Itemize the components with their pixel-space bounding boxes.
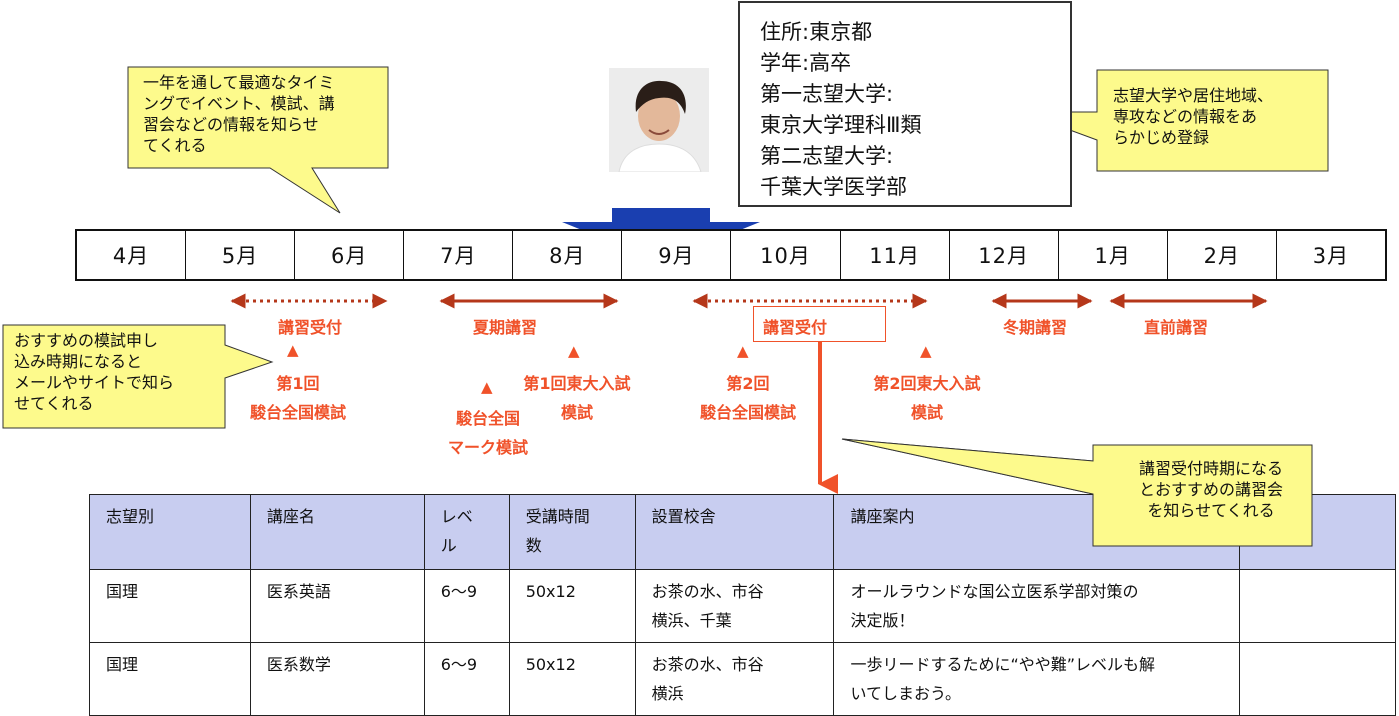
event-line: 駿台全国模試: [699, 403, 796, 422]
event-exam1: 第1回 駿台全国模試: [233, 369, 363, 427]
month-timeline: 4月 5月 6月 7月 8月 9月 10月 11月 12月 1月 2月 3月: [75, 229, 1387, 281]
exam2-marker-icon: ▲: [737, 342, 749, 360]
month-cell: 5月: [185, 231, 294, 279]
event-todai2: 第2回東大入試 模試: [857, 369, 997, 427]
table-cell: 50x12: [508, 642, 636, 716]
profile-line: 学年:高卒: [760, 51, 852, 75]
profile-line: 第二志望大学:: [760, 144, 894, 168]
event-line: 第1回東大入試: [523, 374, 631, 393]
callout-line: ングでイベント、模試、講: [143, 94, 335, 113]
table-cell: [1239, 569, 1396, 643]
header-cell: 設置校舎: [634, 494, 835, 570]
month-cell: 10月: [730, 231, 839, 279]
profile-line: 東京大学理科Ⅲ類: [760, 113, 922, 137]
profile-line: 第一志望大学:: [760, 82, 894, 106]
header-cell: 志望別: [89, 494, 251, 570]
table-cell: お茶の水、市谷 横浜、千葉: [634, 569, 835, 643]
callout-timing: 一年を通して最適なタイミ ングでイベント、模試、講 習会などの情報を知らせ てく…: [143, 72, 393, 156]
reception-highlight-box: [753, 306, 886, 342]
event-line: 駿台全国模試: [249, 403, 346, 422]
event-line: 第1回: [276, 374, 320, 393]
profile-photo: [609, 68, 709, 172]
todai2-marker-icon: ▲: [920, 342, 932, 360]
callout-line: てくれる: [143, 136, 207, 155]
month-cell: 4月: [112, 244, 150, 268]
table-cell: 一歩リードするために“やや難”レベルも解 いてしまおう。: [833, 642, 1241, 716]
table-cell: 国理: [89, 642, 251, 716]
mark-exam-marker-icon: ▲: [481, 378, 493, 396]
callout-register: 志望大学や居住地域、 専攻などの情報をあ らかじめ登録: [1113, 85, 1323, 148]
callout-line: 専攻などの情報をあ: [1113, 107, 1258, 126]
table-cell: 6〜9: [423, 642, 510, 716]
period-reception1: 講習受付: [278, 318, 343, 337]
table-cell: 50x12: [508, 569, 636, 643]
event-exam2: 第2回 駿台全国模試: [683, 369, 813, 427]
month-cell: 12月: [948, 231, 1058, 279]
exam1-marker-icon: ▲: [287, 341, 299, 359]
callout-line: メールやサイトで知ら: [14, 373, 175, 392]
profile-line: 千葉大学医学部: [760, 175, 907, 199]
month-cell: 8月: [512, 231, 621, 279]
event-line: 駿台全国: [455, 409, 520, 428]
callout-mock-shape: [2, 324, 274, 429]
table-cell: オールラウンドな国公立医系学部対策の 決定版！: [833, 569, 1241, 643]
callout-line: とおすすめの講習会: [1138, 480, 1283, 499]
header-cell: レベ ル: [423, 494, 510, 570]
month-cell: 11月: [839, 231, 949, 279]
callout-register-shape: [1020, 69, 1329, 172]
profile-info-box: 住所:東京都 学年:高卒 第一志望大学: 東京大学理科Ⅲ類 第二志望大学: 千葉…: [738, 1, 1072, 207]
month-cell: 9月: [621, 231, 730, 279]
callout-line: 講習受付時期になる: [1138, 459, 1283, 478]
event-line: 模試: [910, 403, 943, 422]
event-mark-exam: 駿台全国 マーク模試: [433, 404, 543, 462]
event-line: マーク模試: [447, 438, 528, 457]
table-cell: 医系英語: [249, 569, 425, 643]
table-cell: 医系数学: [249, 642, 425, 716]
callout-line: を知らせてくれる: [1147, 501, 1275, 520]
table-cell: 国理: [89, 569, 251, 643]
event-todai1: 第1回東大入試 模試: [507, 369, 647, 427]
period-summer: 夏期講習: [473, 318, 538, 337]
table-row: 国理 医系数学 6〜9 50x12 お茶の水、市谷 横浜 一歩リードするために“…: [89, 642, 1396, 716]
profile-line: 住所:東京都: [760, 20, 873, 44]
callout-line: せてくれる: [14, 394, 94, 413]
course-table: 志望別 講座名 レベ ル 受講時間 数 設置校舎 講座案内 国理 医系英語 6〜…: [89, 494, 1396, 716]
callout-line: らかじめ登録: [1113, 128, 1210, 147]
callout-line: 志望大学や居住地域、: [1113, 86, 1274, 105]
header-cell: 講座名: [249, 494, 425, 570]
callout-line: 込み時期になると: [14, 352, 143, 371]
month-cell: 2月: [1166, 231, 1276, 279]
event-line: 模試: [560, 403, 593, 422]
callout-line: 一年を通して最適なタイミ: [143, 73, 335, 92]
table-cell: お茶の水、市谷 横浜: [634, 642, 835, 716]
event-line: 第2回: [726, 374, 770, 393]
period-final: 直前講習: [1144, 318, 1209, 337]
table-cell: 6〜9: [423, 569, 510, 643]
table-row: 国理 医系英語 6〜9 50x12 お茶の水、市谷 横浜、千葉 オールラウンドな…: [89, 569, 1396, 643]
callout-line: おすすめの模試申し: [14, 331, 159, 350]
event-line: 第2回東大入試: [873, 374, 981, 393]
table-cell: [1239, 642, 1396, 716]
header-cell: 受講時間 数: [508, 494, 636, 570]
period-reception2: 講習受付: [763, 318, 828, 337]
month-cell: 6月: [294, 231, 403, 279]
callout-line: 習会などの情報を知らせ: [143, 115, 319, 134]
month-cell: 7月: [403, 231, 512, 279]
period-winter: 冬期講習: [1003, 318, 1068, 337]
callout-mock: おすすめの模試申し 込み時期になると メールやサイトで知ら せてくれる: [14, 330, 224, 414]
month-cell: 3月: [1275, 231, 1385, 279]
todai1-marker-icon: ▲: [568, 342, 580, 360]
callout-timing-shape: [127, 66, 389, 214]
callout-course-front: 講習受付時期になる とおすすめの講習会 を知らせてくれる: [1106, 458, 1316, 521]
month-cell: 1月: [1057, 231, 1167, 279]
